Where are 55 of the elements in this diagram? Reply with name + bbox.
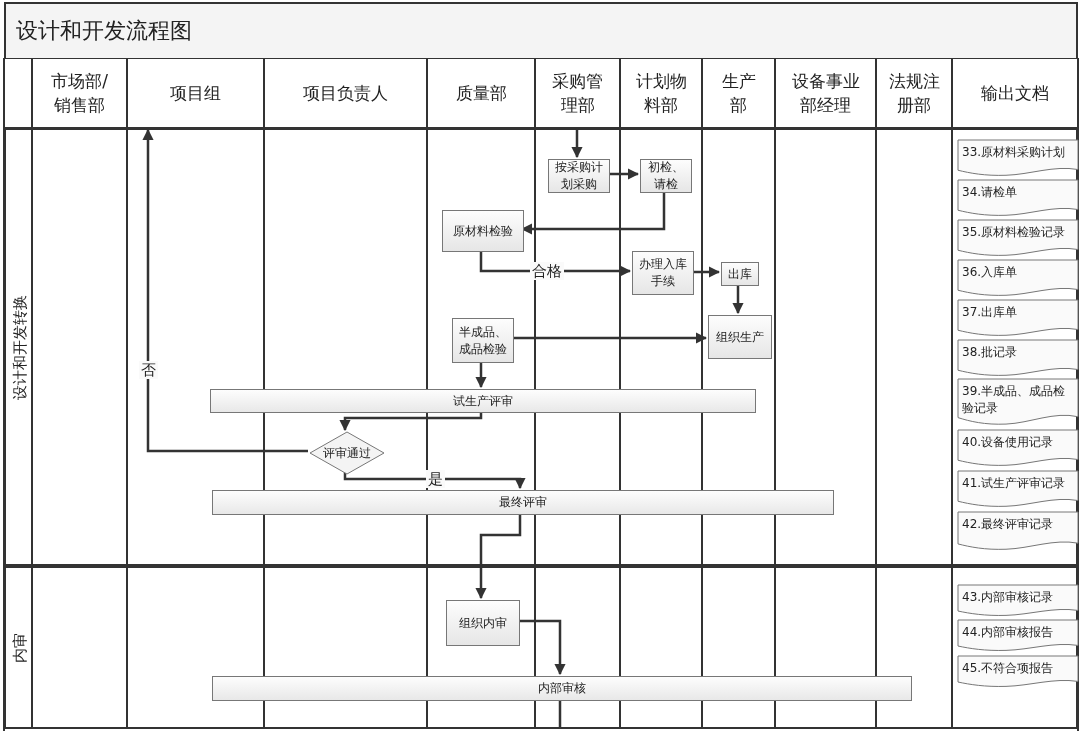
edge-label: 否 (138, 361, 158, 379)
swimlane-band (4, 566, 1078, 729)
arrow (475, 361, 487, 389)
column-header: 采购管理部 (551, 70, 604, 117)
document-shape: 45.不符合项报告 (958, 656, 1078, 687)
column-header: 项目组 (169, 82, 222, 105)
arrow (692, 266, 721, 278)
arrow (475, 513, 522, 600)
process-bar: 最终评审 (212, 490, 834, 515)
arrow (608, 168, 640, 180)
column-header: 输出文档 (980, 82, 1050, 105)
document-shape: 42.最终评审记录 (958, 512, 1078, 550)
process-box: 出库 (721, 262, 759, 286)
column-header: 计划物料部 (634, 70, 688, 117)
document-shape: 41.试生产评审记录 (958, 471, 1078, 507)
document-shape: 37.出库单 (958, 300, 1078, 336)
document-shape: 33.原材料采购计划 (958, 140, 1078, 176)
column-header: 市场部/销售部 (50, 70, 109, 117)
document-shape: 34.请检单 (958, 180, 1078, 216)
process-box: 办理入库手续 (632, 251, 694, 295)
process-bar: 内部审核 (212, 676, 912, 701)
column-header: 项目负责人 (302, 82, 389, 105)
process-box: 组织内审 (446, 600, 520, 646)
document-shape: 44.内部审核报告 (958, 620, 1078, 651)
arrow (479, 250, 632, 277)
document-shape: 40.设备使用记录 (958, 430, 1078, 466)
arrow (571, 128, 583, 159)
swimlane-band (4, 128, 1078, 566)
process-box: 初检、请检 (640, 159, 692, 193)
column-header: 生产部 (720, 70, 757, 117)
process-bar: 试生产评审 (210, 389, 756, 413)
document-shape: 38.批记录 (958, 340, 1078, 376)
process-box: 组织生产 (708, 315, 772, 359)
process-box: 半成品、成品检验 (452, 318, 514, 363)
lane-title: 内审 (11, 632, 29, 663)
arrow (343, 472, 526, 490)
decision-diamond: 评审通过 (310, 432, 384, 474)
document-shape: 43.内部审核记录 (958, 585, 1078, 616)
document-shape: 39.半成品、成品检验记录 (958, 379, 1078, 425)
arrow (339, 411, 483, 432)
process-box: 按采购计划采购 (548, 159, 610, 193)
diagram-title: 设计和开发流程图 (4, 2, 1078, 58)
arrow (732, 284, 744, 315)
column-header: 设备事业部经理 (790, 70, 861, 117)
arrow (142, 128, 308, 453)
column-header: 法规注册部 (887, 70, 941, 117)
edge-label: 合格 (530, 262, 564, 280)
document-shape: 35.原材料检验记录 (958, 220, 1078, 256)
process-box: 原材料检验 (442, 210, 524, 252)
column-header: 质量部 (454, 82, 508, 105)
edge-label: 是 (425, 470, 445, 488)
lane-title: 设计和开发转换 (11, 294, 29, 400)
arrow (518, 619, 566, 676)
document-shape: 36.入库单 (958, 260, 1078, 296)
arrow (512, 332, 708, 344)
